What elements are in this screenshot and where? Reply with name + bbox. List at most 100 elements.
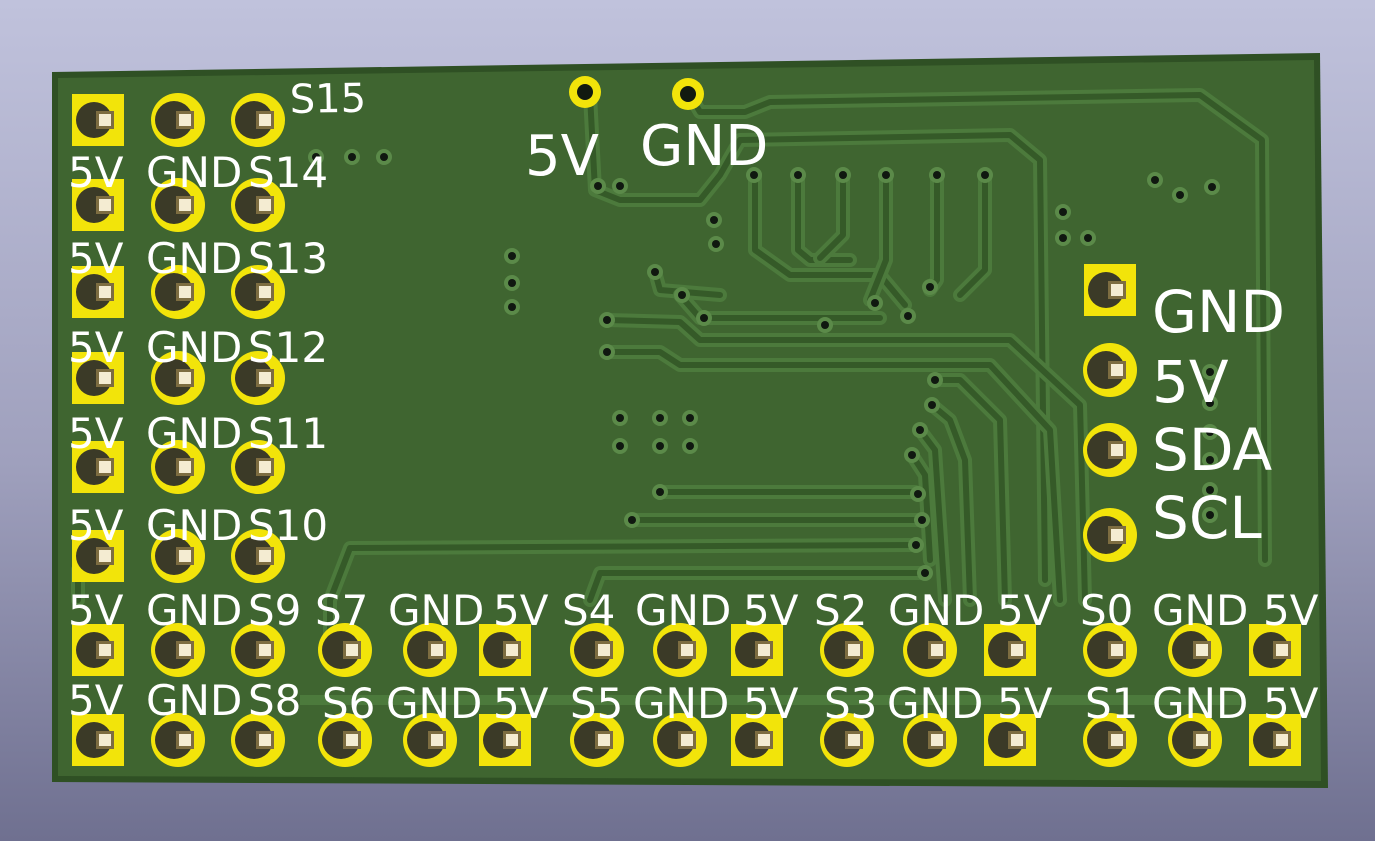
via-hole — [882, 171, 890, 179]
pad-left-gnd-hole — [155, 186, 193, 224]
pad-left-signal-pin-top — [259, 461, 271, 473]
pad-left-5v-pin-top — [99, 372, 111, 384]
via-hole — [928, 401, 936, 409]
pad-left-signal-hole — [235, 631, 273, 669]
pad-bottom-pin-pin-top — [598, 734, 610, 746]
copper-trace-core — [687, 92, 1268, 563]
label-bottom-row1: 5V — [493, 586, 549, 635]
pad-i2c-gnd-pin-top — [1111, 284, 1123, 296]
label-bottom-row2: S5 — [570, 679, 623, 728]
label-left-signal: S11 — [248, 409, 328, 458]
pad-bottom-pin-hole — [322, 631, 360, 669]
pad-left-5v-pin-top — [99, 286, 111, 298]
pad-bottom-pin-pin-top — [431, 734, 443, 746]
label-i2c-gnd: GND — [1152, 278, 1285, 346]
pad-left-signal-pin-top — [259, 114, 271, 126]
pad-left-gnd-pin-top — [179, 286, 191, 298]
pad-bottom-5v-pin-top — [1011, 734, 1023, 746]
pad-left-signal-hole — [235, 273, 273, 311]
label-i2c-sda: SDA — [1152, 416, 1272, 484]
via-hole — [821, 321, 829, 329]
pad-left-gnd-pin-top — [179, 114, 191, 126]
via-hole — [933, 171, 941, 179]
via-hole — [981, 171, 989, 179]
via-hole — [1206, 399, 1214, 407]
pad-bottom-pin-hole — [574, 631, 612, 669]
label-bottom-row1: 5V — [997, 586, 1053, 635]
via-hole — [1084, 234, 1092, 242]
label-s15: S15 — [289, 76, 366, 123]
via-hole — [1206, 428, 1214, 436]
copper-trace-core — [795, 172, 853, 263]
copper-trace-core — [587, 92, 1048, 583]
pad-bottom-pin-pin-top — [931, 644, 943, 656]
via-hole — [616, 182, 624, 190]
via-hole — [656, 488, 664, 496]
pad-left-gnd-pin-top — [179, 199, 191, 211]
pad-left-5v-pin-top — [99, 550, 111, 562]
label-left-gnd: GND — [146, 586, 242, 635]
label-bottom-row2: 5V — [997, 679, 1053, 728]
label-left-gnd: GND — [146, 148, 242, 197]
top-5v-pad-hole — [577, 84, 593, 100]
via-hole — [616, 414, 624, 422]
pad-left-gnd-hole — [155, 101, 193, 139]
copper-trace-core — [867, 172, 889, 303]
pad-left-signal-hole — [235, 359, 273, 397]
copper-trace-core — [917, 427, 948, 603]
pad-bottom-5v-pin-top — [1276, 644, 1288, 656]
pad-left-signal-hole — [235, 101, 273, 139]
via-hole — [931, 376, 939, 384]
pad-left-signal-hole — [235, 721, 273, 759]
copper-trace-core — [587, 570, 928, 603]
pad-bottom-pin-pin-top — [931, 734, 943, 746]
label-left-5v: 5V — [68, 234, 124, 283]
pad-bottom-pin-pin-top — [1111, 734, 1123, 746]
pad-left-signal-hole — [235, 186, 273, 224]
pad-bottom-pin-hole — [574, 721, 612, 759]
via-hole — [651, 268, 659, 276]
pad-bottom-pin-hole — [322, 721, 360, 759]
via-hole — [1151, 176, 1159, 184]
pad-left-gnd-hole — [155, 721, 193, 759]
pad-bottom-pin-hole — [1172, 631, 1210, 669]
label-bottom-row1: GND — [635, 586, 731, 635]
pad-left-gnd-hole — [155, 448, 193, 486]
pad-bottom-pin-pin-top — [346, 734, 358, 746]
label-left-signal: S9 — [248, 586, 301, 635]
via-hole — [700, 314, 708, 322]
copper-trace-core — [817, 172, 846, 261]
via-hole — [912, 541, 920, 549]
pad-bottom-pin-hole — [657, 721, 695, 759]
pad-i2c-pin-top — [1111, 444, 1123, 456]
pad-bottom-pin-hole — [1172, 721, 1210, 759]
label-top-5v: 5V — [525, 124, 599, 189]
pad-left-signal-pin-top — [259, 734, 271, 746]
label-left-signal: S14 — [248, 148, 328, 197]
via-hole — [914, 490, 922, 498]
label-bottom-row1: 5V — [1263, 586, 1319, 635]
label-bottom-row2: S3 — [824, 679, 877, 728]
label-bottom-row2: 5V — [493, 679, 549, 728]
pad-left-5v-pin-top — [99, 114, 111, 126]
pad-left-signal-pin-top — [259, 372, 271, 384]
pad-left-5v-pin-top — [99, 734, 111, 746]
via-hole — [839, 171, 847, 179]
label-bottom-row1: GND — [1152, 586, 1248, 635]
via-hole — [603, 316, 611, 324]
label-i2c-5v: 5V — [1152, 348, 1229, 416]
copper-trace-core — [957, 172, 988, 298]
pad-left-gnd-hole — [155, 273, 193, 311]
label-left-signal: S13 — [248, 234, 328, 283]
label-bottom-row1: S0 — [1080, 586, 1133, 635]
label-left-5v: 5V — [68, 323, 124, 372]
label-bottom-row1: S4 — [562, 586, 615, 635]
via-hole — [871, 299, 879, 307]
pad-bottom-pin-pin-top — [346, 644, 358, 656]
label-bottom-row2: 5V — [1263, 679, 1319, 728]
label-bottom-row2: GND — [1152, 679, 1248, 728]
label-bottom-row1: GND — [888, 586, 984, 635]
label-bottom-row1: S7 — [315, 586, 368, 635]
label-left-5v: 5V — [68, 409, 124, 458]
pad-left-gnd-hole — [155, 537, 193, 575]
